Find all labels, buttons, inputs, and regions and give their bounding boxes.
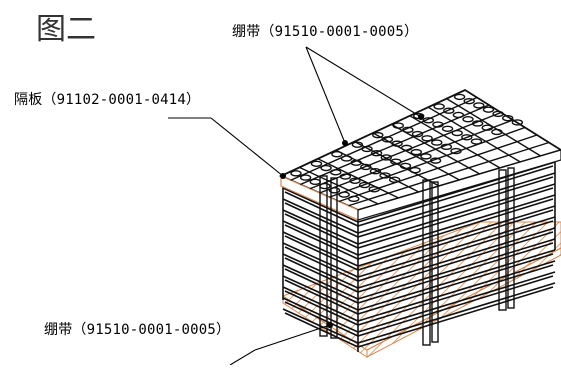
- separator-pocket: [399, 162, 412, 170]
- separator-rib: [328, 126, 526, 198]
- separator-pocket: [351, 141, 364, 148]
- separator-pocket: [380, 154, 392, 161]
- separator-pocket: [443, 107, 455, 114]
- separator-pocket: [452, 111, 465, 119]
- separator-label: 隔板（91102-0001-0414）: [14, 92, 201, 108]
- separator-pocket: [299, 174, 312, 181]
- leader-dots: [280, 114, 424, 328]
- separator-pocket: [492, 110, 504, 118]
- separator-pocket: [409, 166, 421, 174]
- separator-pocket: [310, 160, 323, 167]
- separator-pocket: [420, 153, 432, 160]
- separator-pocket: [431, 139, 443, 146]
- separator-pocket: [358, 181, 371, 189]
- separator-pocket: [361, 145, 373, 153]
- separator-pocket: [473, 102, 485, 109]
- separator-pocket: [402, 126, 414, 134]
- separator-pocket: [432, 121, 444, 128]
- separator-pocket: [400, 144, 413, 152]
- separator-pocket: [462, 116, 474, 123]
- strap-top-label: 绷带（91510-0001-0005）: [232, 24, 419, 40]
- separator-pocket: [349, 177, 361, 184]
- separator-pocket: [511, 119, 524, 126]
- separator-pocket: [360, 163, 372, 171]
- separator-pocket: [290, 170, 302, 177]
- separator-pocket: [461, 134, 473, 141]
- separator-pocket: [369, 168, 382, 175]
- separator-pocket: [451, 129, 463, 137]
- separator-pocket: [379, 172, 391, 179]
- separator-pocket: [433, 103, 445, 110]
- separator-rib: [319, 119, 514, 194]
- separator-pocket: [338, 191, 350, 198]
- separator-rib: [348, 141, 550, 207]
- separator-top: [278, 88, 561, 221]
- straps: [319, 167, 515, 346]
- leader-dot-icon: [280, 173, 286, 179]
- separator-pocket: [331, 151, 343, 158]
- separator-pocket: [320, 164, 332, 172]
- separator-pocket: [370, 149, 383, 157]
- separator-pocket: [440, 143, 453, 151]
- leader-dot-icon: [418, 114, 424, 120]
- separator-pocket: [368, 186, 380, 193]
- separator-pocket: [392, 122, 404, 129]
- leader-dot-icon: [327, 322, 333, 328]
- separator-pocket: [471, 120, 484, 127]
- separator-pocket: [441, 125, 454, 132]
- separator-pocket: [481, 124, 493, 131]
- leader-lines: [168, 46, 422, 366]
- separator-pocket: [463, 97, 475, 105]
- tray-stack: [282, 160, 556, 352]
- separator-pocket: [450, 147, 462, 155]
- separator-pocket: [381, 136, 394, 143]
- separator-pocket: [502, 114, 514, 122]
- separator-pocket: [340, 155, 353, 162]
- separator-pocket: [422, 117, 435, 124]
- separator-pocket: [470, 138, 483, 145]
- separator-pocket: [330, 169, 342, 176]
- separator-pocket: [348, 195, 360, 203]
- leader-dot-icon: [342, 140, 348, 146]
- separator-pocket: [453, 93, 466, 101]
- separator-pocket: [390, 158, 402, 165]
- separator-pocket: [411, 130, 424, 138]
- separator-pocket: [350, 159, 362, 166]
- separator-pocket: [328, 187, 341, 194]
- separator-pocket: [391, 140, 403, 147]
- separator-pocket: [482, 106, 495, 113]
- separator-pocket: [372, 131, 384, 139]
- separator-pocket: [421, 135, 433, 142]
- separator-pocket: [429, 157, 442, 164]
- separator-rib: [338, 134, 538, 203]
- separator-pocket: [410, 148, 423, 156]
- separator-pocket: [339, 173, 352, 180]
- strap-bottom-label: 绷带（91510-0001-0005）: [44, 322, 231, 338]
- separator-pocket: [491, 128, 503, 136]
- figure-label: 图二: [36, 12, 96, 47]
- separator-pocket: [388, 176, 401, 183]
